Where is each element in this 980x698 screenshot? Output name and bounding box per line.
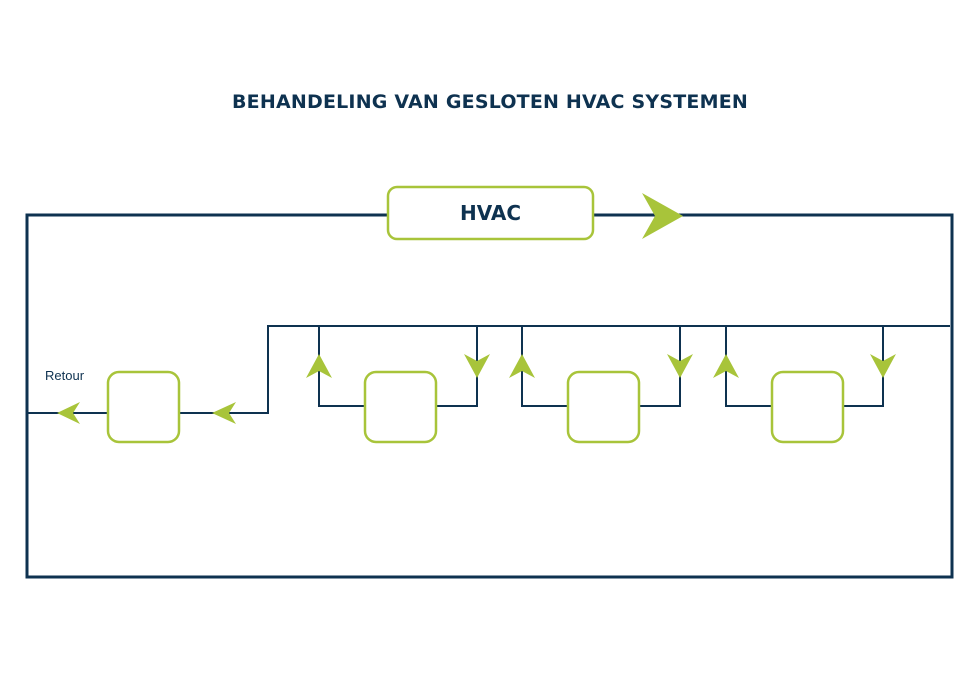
branch-2-outlet-line: [639, 326, 681, 407]
branch-1-inlet-line: [318, 326, 365, 407]
branch-3-up-arrow-icon: [713, 354, 739, 378]
diagram-title-text: BEHANDELING VAN GESLOTEN HVAC SYSTEMEN: [232, 91, 748, 113]
branch-2-inlet-line: [521, 326, 568, 407]
branch-1-component-box: [363, 370, 438, 444]
diagram-title: BEHANDELING VAN GESLOTEN HVAC SYSTEMEN: [224, 88, 756, 116]
branch-2-down-arrow-icon: [667, 354, 693, 378]
branch-1-down-arrow-icon: [464, 354, 490, 378]
hvac-unit-box: [386, 185, 595, 241]
branch-1-up-arrow-icon: [306, 354, 332, 378]
return-label: Retour: [45, 368, 85, 383]
branch-2-up-arrow-icon: [509, 354, 535, 378]
branch-3-component-box: [770, 370, 845, 444]
diagram-title-wrap: BEHANDELING VAN GESLOTEN HVAC SYSTEMEN: [0, 88, 980, 116]
flow-arrow-right-icon: [642, 193, 683, 239]
branch-3-down-arrow-icon: [870, 354, 896, 378]
branch-3-inlet-line: [725, 326, 772, 407]
hvac-unit-label: HVAC: [459, 201, 521, 225]
branch-3-outlet-line: [843, 326, 884, 407]
return-arrow-left-icon: [57, 402, 80, 424]
branch-1-outlet-line: [436, 326, 478, 407]
return-component-box: [106, 370, 181, 444]
branch-2-component-box: [566, 370, 641, 444]
return-arrow-left-icon: [212, 402, 236, 424]
